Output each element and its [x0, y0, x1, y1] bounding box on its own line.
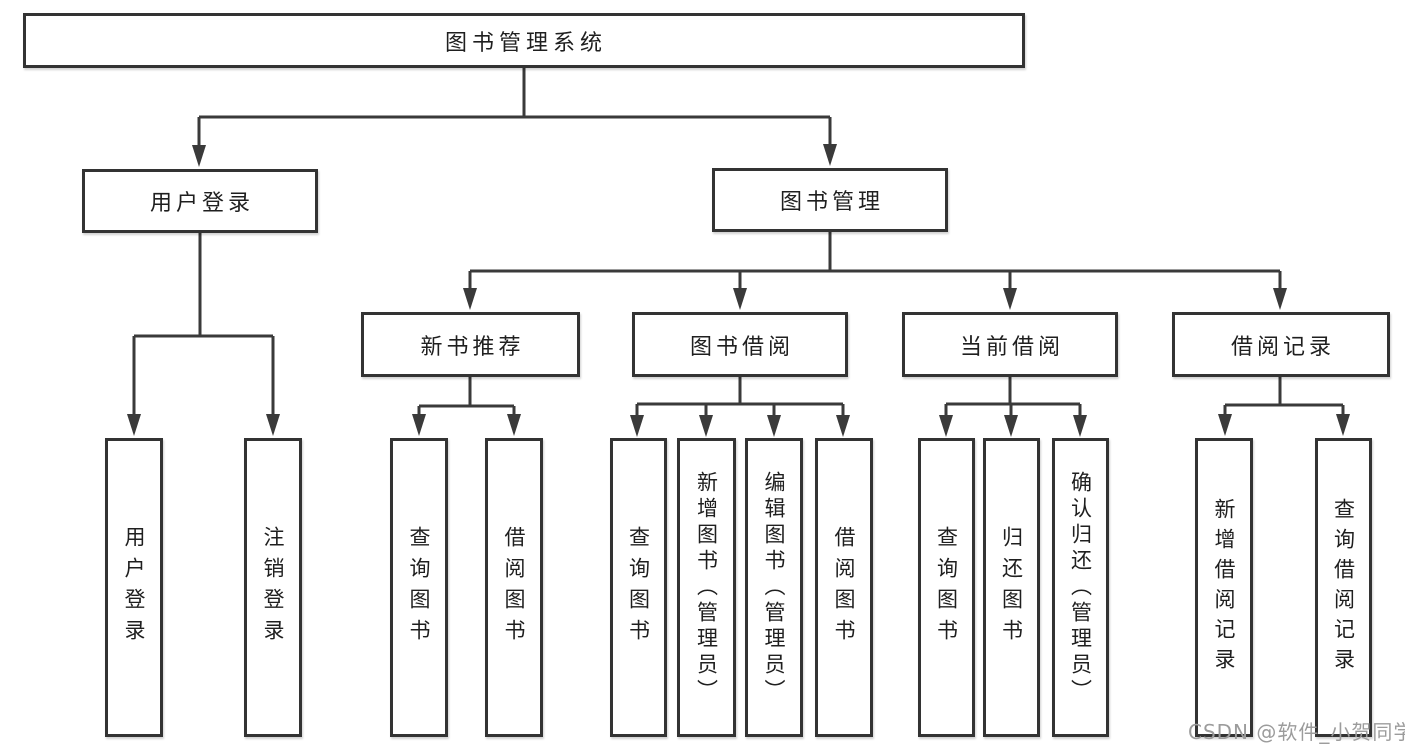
leaf-confirm-return-admin: 确认归还（管理员） [1052, 438, 1109, 737]
node-label: 注销登录 [261, 525, 285, 650]
arrowhead-icon [939, 415, 953, 437]
arrowhead-icon [1004, 415, 1018, 437]
leaf-query-books-2: 查询图书 [610, 438, 667, 737]
node-label: 图书管理系统 [444, 30, 607, 56]
arrowhead-icon [412, 414, 426, 436]
arrowhead-icon [1073, 415, 1087, 437]
node-book-borrow: 图书借阅 [632, 312, 848, 377]
leaf-borrow-books-2: 借阅图书 [815, 438, 873, 737]
connector-borrow-record-branch [1223, 377, 1345, 418]
node-label: 新增图书（管理员） [694, 470, 719, 705]
leaf-edit-book-admin: 编辑图书（管理员） [745, 438, 803, 737]
leaf-borrow-books-1: 借阅图书 [485, 438, 543, 737]
node-user-login: 用户登录 [82, 169, 318, 233]
connector-user-login-branch [132, 233, 275, 417]
arrowhead-icon [767, 415, 781, 437]
node-label: 新书推荐 [420, 334, 525, 360]
arrowhead-icon [823, 144, 837, 166]
arrowhead-icon [733, 288, 747, 310]
leaf-return-books: 归还图书 [983, 438, 1040, 737]
arrowhead-icon [266, 414, 280, 436]
node-label: 查询图书 [407, 525, 431, 650]
node-current-borrow: 当前借阅 [902, 312, 1118, 377]
node-borrow-records: 借阅记录 [1172, 312, 1390, 377]
node-label: 用户登录 [122, 525, 146, 650]
node-library-system: 图书管理系统 [23, 13, 1025, 68]
leaf-add-book-admin: 新增图书（管理员） [677, 438, 736, 737]
node-new-book-recommend: 新书推荐 [361, 312, 580, 377]
node-label: 借阅记录 [1230, 334, 1335, 360]
node-label: 查询图书 [934, 525, 959, 650]
connector-current-borrow-branch [944, 377, 1082, 419]
node-label: 编辑图书（管理员） [762, 470, 786, 705]
node-label: 图书借阅 [689, 334, 794, 360]
node-label: 查询借阅记录 [1331, 497, 1356, 678]
node-label: 当前借阅 [959, 334, 1064, 360]
node-label: 归还图书 [999, 525, 1024, 650]
connector-root-to-level2 [197, 68, 832, 148]
csdn-watermark: CSDN @软件_小贺同学 [1188, 720, 1405, 744]
arrowhead-icon [1273, 288, 1287, 310]
connector-new-book-branch [417, 377, 516, 418]
node-label: 用户登录 [149, 191, 254, 216]
node-label: 借阅图书 [502, 525, 526, 650]
arrowhead-icon [699, 415, 713, 437]
node-label: 查询图书 [626, 525, 651, 650]
leaf-query-books-1: 查询图书 [390, 438, 448, 737]
node-label: 确认归还（管理员） [1068, 470, 1093, 705]
leaf-user-login: 用户登录 [105, 438, 163, 737]
node-book-management: 图书管理 [712, 168, 948, 232]
node-label: 图书管理 [779, 190, 884, 215]
arrowhead-icon [192, 145, 206, 167]
leaf-logout: 注销登录 [244, 438, 302, 737]
leaf-query-books-3: 查询图书 [918, 438, 975, 737]
arrowhead-icon [1003, 288, 1017, 310]
leaf-add-borrow-record: 新增借阅记录 [1195, 438, 1253, 737]
node-label: 新增借阅记录 [1212, 497, 1236, 678]
connector-book-borrow-branch [635, 377, 845, 419]
arrowhead-icon [1336, 414, 1350, 436]
arrowhead-icon [463, 288, 477, 310]
arrowhead-icon [1218, 414, 1232, 436]
arrowhead-icon [836, 415, 850, 437]
connector-book-mgmt-branch [468, 232, 1282, 292]
leaf-query-borrow-record: 查询借阅记录 [1315, 438, 1372, 737]
arrowhead-icon [507, 414, 521, 436]
node-label: 借阅图书 [832, 525, 856, 650]
arrowhead-icon [127, 414, 141, 436]
arrowhead-icon [630, 415, 644, 437]
